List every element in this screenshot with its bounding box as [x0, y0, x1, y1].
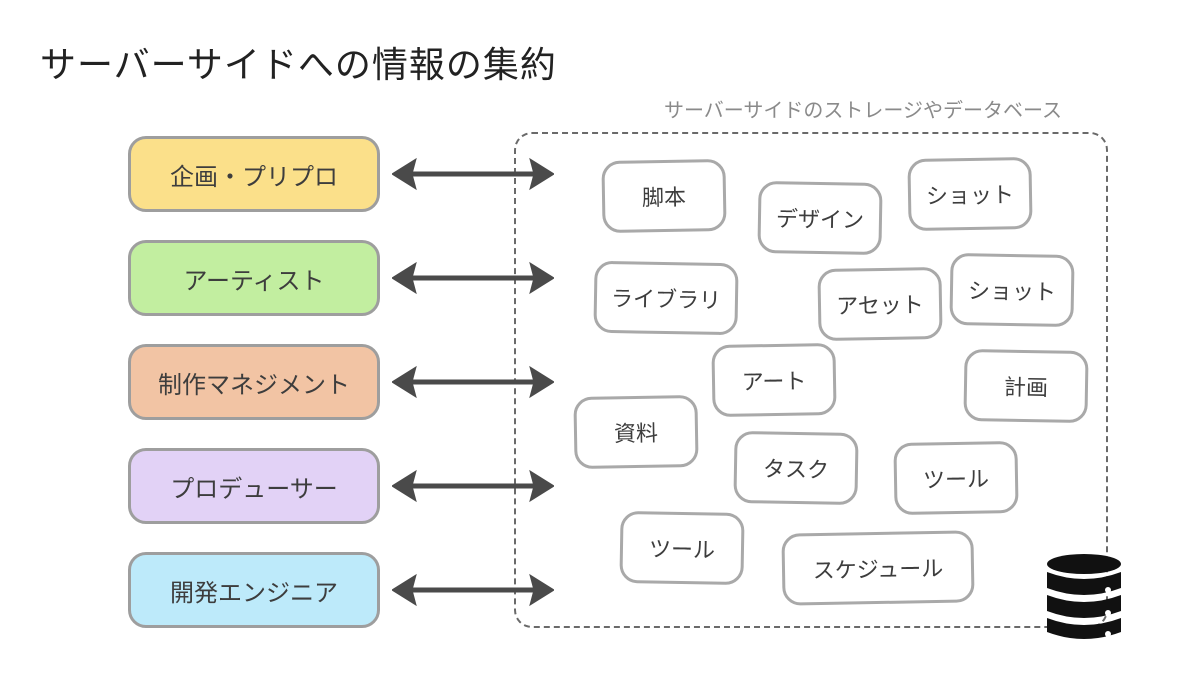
storage-item-materials: 資料 — [573, 394, 699, 470]
double-arrow-icon — [392, 261, 554, 295]
storage-item-art: アート — [711, 342, 837, 418]
page-title: サーバーサイドへの情報の集約 — [40, 45, 557, 86]
role-box-artist: アーティスト — [128, 240, 380, 316]
double-arrow-icon — [392, 469, 554, 503]
storage-item-plan: 計画 — [963, 348, 1089, 424]
double-arrow-icon — [392, 365, 554, 399]
storage-item-shot: ショット — [907, 156, 1033, 232]
storage-item-schedule: スケジュール — [781, 530, 975, 606]
role-box-production-management: 制作マネジメント — [128, 344, 380, 420]
role-box-planning: 企画・プリプロ — [128, 136, 380, 212]
storage-item-tool: ツール — [619, 510, 745, 586]
storage-item-script: 脚本 — [601, 158, 727, 234]
storage-item-design: デザイン — [757, 180, 883, 256]
database-icon — [1047, 554, 1121, 639]
role-box-dev-engineer: 開発エンジニア — [128, 552, 380, 628]
storage-item-asset: アセット — [817, 266, 943, 342]
storage-item-shot: ショット — [949, 252, 1075, 328]
storage-item-task: タスク — [733, 430, 859, 506]
role-box-producer: プロデューサー — [128, 448, 380, 524]
storage-item-library: ライブラリ — [593, 260, 739, 336]
storage-item-tool: ツール — [893, 440, 1019, 516]
storage-caption: サーバーサイドのストレージやデータベース — [664, 98, 1062, 122]
double-arrow-icon — [392, 157, 554, 191]
double-arrow-icon — [392, 573, 554, 607]
